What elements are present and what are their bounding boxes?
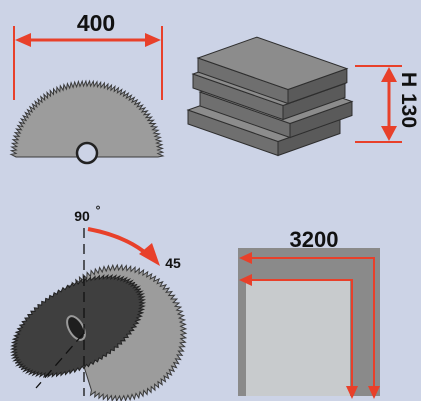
height-dimension-arrow (355, 65, 402, 143)
degree-symbol: ° (96, 203, 101, 217)
tilted-blade-arbor (66, 315, 86, 341)
bevel-start-label: 90 (74, 208, 90, 224)
table-length-panel: 3200 (238, 227, 380, 399)
stack-height-label: H 130 (397, 72, 420, 128)
bevel-angle-arrow (87, 227, 160, 266)
table-length-label: 3200 (290, 227, 339, 252)
saw-blade-icon (9, 79, 165, 158)
plate-stack-icon (186, 36, 354, 157)
bevel-angle-panel: 90 ° 45 (9, 203, 188, 401)
blade-arbor-hole (75, 141, 99, 165)
diameter-dimension-arrow (13, 26, 163, 100)
bevel-end-label: 45 (165, 255, 181, 271)
table-work-surface (246, 280, 350, 396)
table-length-arrows (239, 252, 380, 399)
stack-height-panel: H 130 (186, 36, 420, 157)
bevel-axis-lines (35, 228, 85, 396)
blade-diameter-label: 400 (77, 10, 115, 36)
plate-face (196, 36, 349, 91)
blade-diameter-panel: 400 (9, 10, 165, 165)
